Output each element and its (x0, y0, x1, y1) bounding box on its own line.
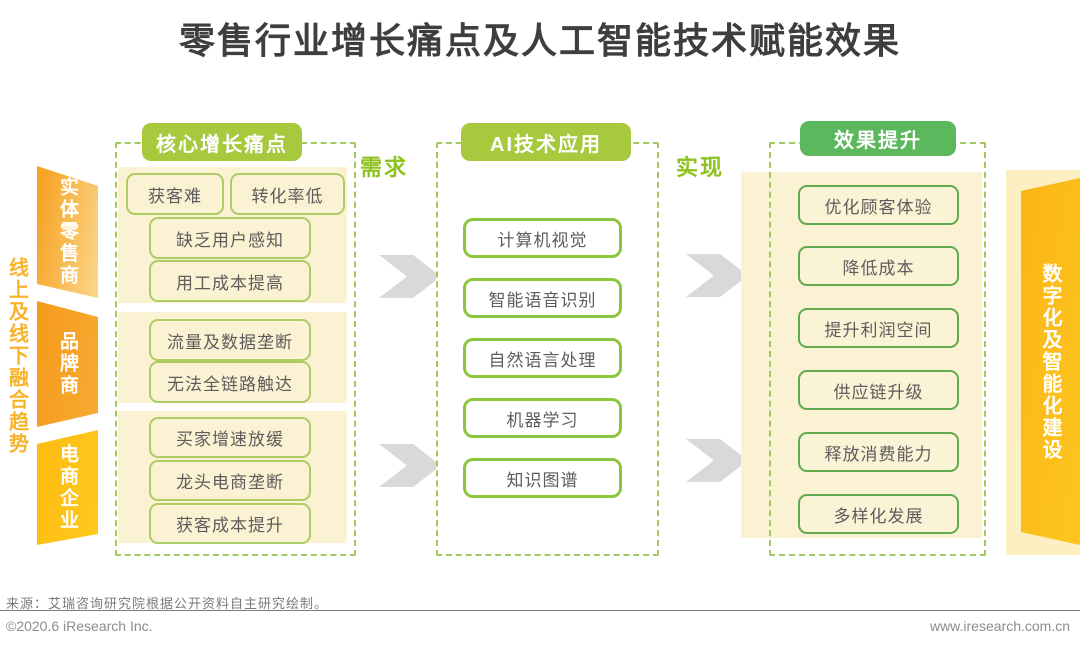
connector-label-demand: 需求 (360, 155, 409, 180)
effect-item: 提升利润空间 (798, 308, 959, 348)
footer-source-note: 来源：艾瑞咨询研究院根据公开资料自主研究绘制。 (6, 596, 329, 611)
footer-divider (0, 610, 1080, 611)
effect-item: 多样化发展 (798, 494, 959, 534)
effect-item: 释放消费能力 (798, 432, 959, 472)
effect-item: 供应链升级 (798, 370, 959, 410)
ai-tech-item: 自然语言处理 (463, 338, 622, 378)
pain-item: 买家增速放缓 (149, 417, 311, 458)
ribbon-segment-physical-retailers: 实体零售商 (37, 166, 98, 298)
footer-website: www.iresearch.com.cn (929, 618, 1070, 634)
ribbon-segment-brand-merchants: 品牌商 (37, 301, 98, 427)
pain-item: 转化率低 (230, 173, 345, 215)
effect-item: 优化顾客体验 (798, 185, 959, 225)
arrow-right-icon (379, 255, 441, 298)
ribbon-segment-ecommerce-companies: 电商企业 (37, 430, 98, 545)
column-header-ai-tech: AI技术应用 (461, 123, 631, 161)
arrow-right-icon (379, 444, 441, 487)
pain-item: 获客成本提升 (149, 503, 311, 544)
ai-tech-item: 知识图谱 (463, 458, 622, 498)
arrow-right-icon (686, 254, 748, 297)
page-title: 零售行业增长痛点及人工智能技术赋能效果 (178, 20, 901, 61)
column-header-pain-points: 核心增长痛点 (142, 123, 302, 161)
effect-panel (741, 172, 982, 538)
ai-tech-item: 智能语音识别 (463, 278, 622, 318)
pain-item: 用工成本提高 (149, 260, 311, 302)
footer-copyright: ©2020.6 iResearch Inc. (6, 618, 153, 634)
trend-label: 线上及线下融合趋势 (5, 257, 28, 455)
connector-label-realize: 实现 (676, 155, 725, 180)
arrow-right-icon (686, 439, 748, 482)
pain-item: 无法全链路触达 (149, 361, 311, 403)
right-banner-digitalization: 数字化及智能化建设 (1021, 178, 1080, 545)
pain-item: 获客难 (126, 173, 224, 215)
pain-item: 流量及数据垄断 (149, 319, 311, 361)
column-header-effect: 效果提升 (800, 121, 956, 156)
ai-tech-item: 机器学习 (463, 398, 622, 438)
ai-tech-item: 计算机视觉 (463, 218, 622, 258)
pain-item: 龙头电商垄断 (149, 460, 311, 501)
effect-item: 降低成本 (798, 246, 959, 286)
pain-item: 缺乏用户感知 (149, 217, 311, 259)
